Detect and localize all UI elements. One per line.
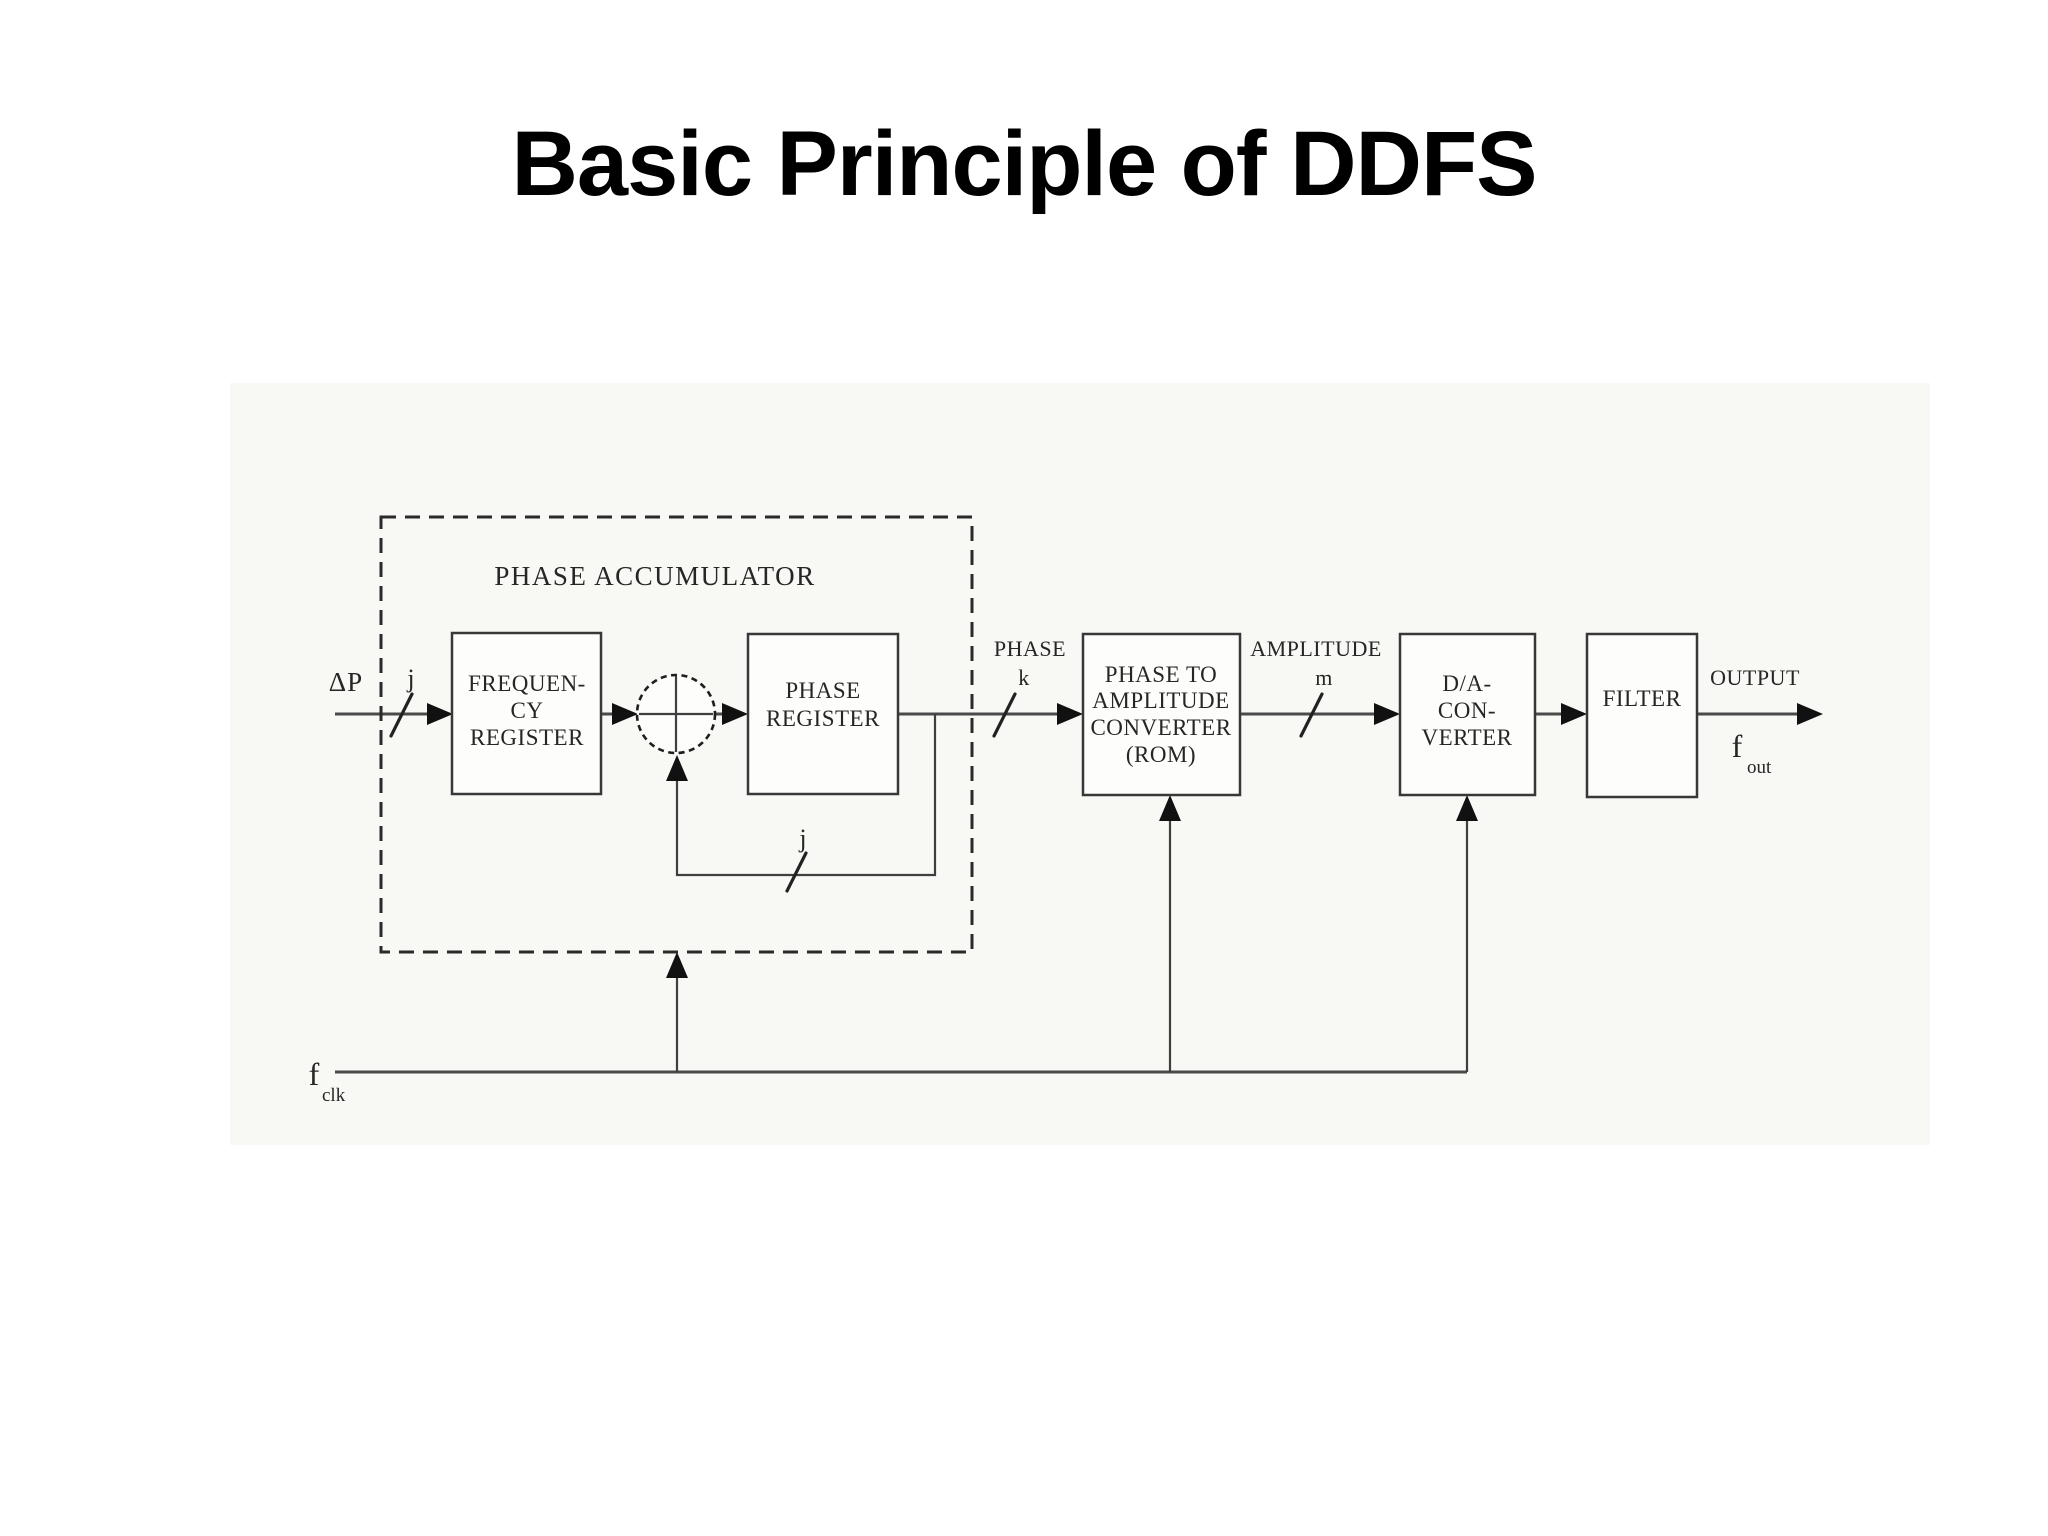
frequency-register-label-line3: REGISTER xyxy=(470,725,584,750)
phase-accumulator-label: PHASE ACCUMULATOR xyxy=(494,561,815,591)
dac-box xyxy=(1398,632,1537,797)
signal-wires xyxy=(335,712,1800,1074)
filter-box xyxy=(1585,632,1699,799)
feedback-bus-width-label: j xyxy=(798,824,806,853)
slide-title: Basic Principle of DDFS xyxy=(511,113,1537,215)
adder-node xyxy=(635,673,717,755)
rom-label-line4: (ROM) xyxy=(1126,742,1196,767)
adder-in-arrowhead xyxy=(612,703,638,725)
output-freq-subscript: out xyxy=(1747,757,1772,778)
clock-dac-arrowhead xyxy=(1456,795,1478,821)
bus-slashes xyxy=(389,692,1324,893)
phase-register-label-line2: REGISTER xyxy=(766,706,880,731)
output-freq-base: f xyxy=(1732,728,1743,764)
clock-accumulator-arrowhead xyxy=(666,952,688,978)
amplitude-bus-label: AMPLITUDE xyxy=(1250,636,1382,661)
feedback-bus-slash xyxy=(785,851,808,893)
filter-label: FILTER xyxy=(1603,686,1682,711)
clock-frequency-label: f clk xyxy=(309,1056,346,1106)
feedback-wire xyxy=(675,714,937,877)
feedback-up-arrowhead xyxy=(666,755,688,781)
clock-base: f xyxy=(309,1056,320,1092)
phase-register-block: PHASE REGISTER xyxy=(746,632,900,796)
dac-in-arrowhead xyxy=(1374,703,1400,725)
phasereg-in-arrowhead xyxy=(722,703,748,725)
input-arrowhead xyxy=(427,703,453,725)
output-label: OUTPUT xyxy=(1710,665,1800,690)
phase-to-amplitude-converter-block: PHASE TO AMPLITUDE CONVERTER (ROM) xyxy=(1081,632,1242,797)
frequency-register-block: FREQUEN- CY REGISTER xyxy=(450,631,603,796)
clock-rom-arrowhead xyxy=(1159,795,1181,821)
rom-in-arrowhead xyxy=(1057,703,1083,725)
filter-in-arrowhead xyxy=(1561,703,1587,725)
dac-label-line2: CON- xyxy=(1438,698,1496,723)
output-frequency-label: f out xyxy=(1732,728,1772,778)
input-bus-slash xyxy=(389,692,414,738)
frequency-register-label-line1: FREQUEN- xyxy=(468,671,586,696)
output-arrowhead xyxy=(1797,703,1823,725)
amplitude-bus-slash xyxy=(1299,692,1324,738)
da-converter-block: D/A- CON- VERTER xyxy=(1398,632,1537,797)
phase-register-box xyxy=(746,632,900,796)
frequency-register-label-line2: CY xyxy=(511,698,544,723)
input-delta-p-label: ΔP xyxy=(329,667,363,697)
phase-accumulator-dashed-box xyxy=(379,515,974,954)
phase-bus-label: PHASE xyxy=(994,636,1066,661)
dac-label-line1: D/A- xyxy=(1442,671,1491,696)
dac-label-line3: VERTER xyxy=(1421,725,1512,750)
frequency-register-box xyxy=(450,631,603,796)
phase-bus-slash xyxy=(992,692,1017,738)
rom-label-line2: AMPLITUDE xyxy=(1092,688,1229,713)
filter-block: FILTER xyxy=(1585,632,1699,799)
phase-bus-width-label: k xyxy=(1018,665,1030,690)
clock-subscript: clk xyxy=(322,1085,346,1106)
amplitude-bus-width-label: m xyxy=(1315,665,1333,690)
input-bus-width-label: j xyxy=(406,664,414,693)
rom-box xyxy=(1081,632,1242,797)
phase-register-label-line1: PHASE xyxy=(785,678,860,703)
rom-label-line1: PHASE TO xyxy=(1105,662,1217,687)
rom-label-line3: CONVERTER xyxy=(1090,715,1231,740)
arrowheads xyxy=(427,703,1823,978)
